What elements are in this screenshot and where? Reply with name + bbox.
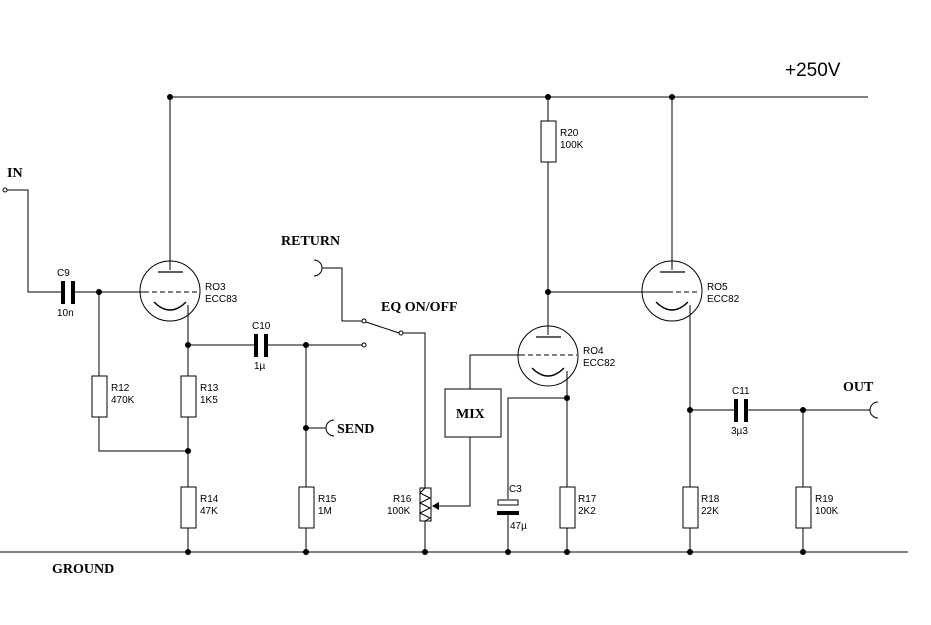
ro3-name: RO3: [205, 282, 226, 293]
c3-name: C3: [509, 484, 522, 495]
ro5-type: ECC82: [707, 294, 740, 305]
return-wire: [322, 267, 362, 322]
c9-name: C9: [57, 268, 70, 279]
junction: [303, 549, 309, 555]
r19-value: 100K: [815, 506, 839, 517]
in-terminal: [2, 187, 8, 193]
junction: [167, 94, 173, 100]
ro4-type: ECC82: [583, 358, 616, 369]
ro5-name: RO5: [707, 282, 728, 293]
c3-wire-top: [507, 397, 567, 499]
r20-name: R20: [560, 128, 579, 139]
r16-zigzag: [418, 487, 432, 522]
r15-name: R15: [318, 494, 337, 505]
junction: [185, 448, 191, 454]
ro3-cathode: [153, 301, 187, 311]
r16-wiper-arrow: [432, 502, 439, 510]
r13-resistor: [180, 375, 197, 418]
ground-label: GROUND: [52, 562, 114, 577]
ro5-cathode: [655, 301, 689, 311]
c11-name: C11: [732, 386, 750, 397]
in-label: IN: [7, 166, 23, 181]
r16-value: 100K: [387, 506, 411, 517]
r12-name: R12: [111, 383, 130, 394]
c9-value: 10n: [57, 308, 74, 319]
r19-name: R19: [815, 494, 834, 505]
junction: [505, 549, 511, 555]
c11-value: 3µ3: [731, 426, 748, 437]
r19-resistor: [795, 486, 812, 529]
switch-common: [398, 330, 404, 336]
r17-resistor: [559, 486, 576, 529]
r18-name: R18: [701, 494, 720, 505]
junction: [564, 549, 570, 555]
r12-value: 470K: [111, 395, 135, 406]
r14-name: R14: [200, 494, 219, 505]
return-jack: [313, 259, 323, 277]
r14-value: 47K: [200, 506, 218, 517]
ro3-type: ECC83: [205, 294, 238, 305]
ro4-tube: [517, 325, 579, 387]
r18-resistor: [682, 486, 699, 529]
r20-resistor: [540, 120, 557, 163]
r13-name: R13: [200, 383, 219, 394]
switch-contact-eq: [361, 342, 367, 348]
out-jack: [869, 401, 879, 419]
mix-to-ro4-grid-wire: [469, 354, 520, 389]
send-jack: [325, 419, 335, 437]
r16-name: R16: [393, 494, 412, 505]
r17-name: R17: [578, 494, 597, 505]
r13-value: 1K5: [200, 395, 218, 406]
c3-plate-positive: [497, 499, 519, 506]
switch-to-pot-wire: [403, 332, 426, 488]
r15-resistor: [298, 486, 315, 529]
ro5-tube: [641, 260, 703, 322]
r12-resistor: [91, 375, 108, 418]
c3-value: 47µ: [510, 521, 527, 532]
junction: [669, 94, 675, 100]
ro4-cathode: [531, 367, 565, 377]
supply-label: +250V: [785, 60, 841, 81]
r15-value: 1M: [318, 506, 332, 517]
junction: [687, 549, 693, 555]
junction: [545, 94, 551, 100]
send-label: SEND: [337, 422, 374, 437]
r17-value: 2K2: [578, 506, 596, 517]
return-label: RETURN: [281, 234, 340, 249]
junction: [800, 549, 806, 555]
ro4-name: RO4: [583, 346, 604, 357]
junction: [185, 549, 191, 555]
out-label: OUT: [843, 380, 874, 395]
c10-value: 1µ: [254, 361, 266, 372]
r18-value: 22K: [701, 506, 719, 517]
r14-resistor: [180, 486, 197, 529]
r20-value: 100K: [560, 140, 584, 151]
r12-wire-bottom: [98, 417, 188, 452]
switch-label: EQ ON/OFF: [381, 300, 458, 315]
mix-box: [444, 388, 502, 438]
switch-contact-return: [361, 318, 367, 324]
ro3-tube: [139, 260, 201, 322]
c10-name: C10: [252, 321, 271, 332]
mix-to-wiper-wire: [436, 437, 471, 507]
mix-label: MIX: [456, 407, 485, 422]
junction: [422, 549, 428, 555]
in-wire: [7, 189, 62, 293]
switch-blade: [365, 321, 400, 334]
